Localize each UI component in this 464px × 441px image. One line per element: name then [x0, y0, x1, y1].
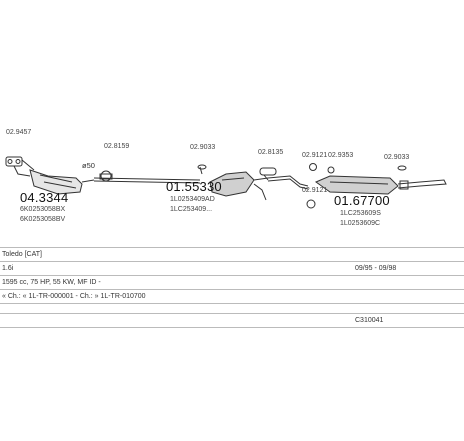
ref-02-9033-b: 02.9033 [384, 154, 410, 161]
front-silencer [209, 171, 269, 201]
catalytic-converter [29, 169, 95, 195]
cat-part-number: 04.3344 [20, 190, 69, 205]
mount-02-9121-b [306, 199, 316, 209]
divider [0, 261, 464, 262]
code-text: C310041 [355, 317, 384, 324]
pipe-intermediate [93, 177, 201, 181]
spec-text: 1595 cc, 75 HP, 55 KW, MF ID - [2, 279, 101, 286]
divider [0, 313, 464, 314]
divider [0, 247, 464, 248]
rear-silencer [314, 175, 447, 195]
chassis-row: « Ch.: « 1L-TR-000001 - Ch.: » 1L-TR-010… [0, 293, 464, 300]
front-part-number: 01.55330 [166, 179, 222, 194]
rear-part-number: 01.67700 [334, 193, 390, 208]
clamp-02-8135 [259, 167, 277, 181]
cat-oem-2: 6K0253058BV [20, 216, 66, 223]
spec-row: 1595 cc, 75 HP, 55 KW, MF ID - [0, 279, 464, 286]
front-oem-2: 1LC253409... [170, 206, 213, 213]
mount-02-9353 [327, 166, 335, 174]
model-row: Toledo [CAT] [0, 251, 464, 258]
cat-oem-1: 6K0253058BX [20, 206, 66, 213]
divider [0, 289, 464, 290]
exhaust-diagram: 02.9457 02.8159 02.9033 02.8135 02.9121 … [5, 129, 447, 227]
chassis-text: « Ch.: « 1L-TR-000001 - Ch.: » 1L-TR-010… [2, 293, 146, 300]
engine-text: 1.6i [2, 265, 14, 272]
ref-02-9353: 02.9353 [328, 152, 354, 159]
mount-02-9121-a [309, 163, 317, 171]
clamp-02-8159 [99, 170, 113, 182]
divider [0, 327, 464, 328]
mount-02-9033-b [397, 165, 407, 171]
mount-02-9033-a [197, 164, 207, 175]
ref-02-9457: 02.9457 [6, 129, 32, 136]
manifold-flange [5, 156, 35, 177]
ref-02-9121-b: 02.9121 [302, 187, 328, 194]
exhaust-drawing [5, 156, 447, 209]
ref-02-9121-a: 02.9121 [302, 152, 328, 159]
ref-02-8159: 02.8159 [104, 143, 130, 150]
divider [0, 275, 464, 276]
engine-row: 1.6i 09/95 - 09/98 [0, 265, 464, 272]
ref-02-9033-a: 02.9033 [190, 144, 216, 151]
rear-oem-1: 1LC253609S [340, 210, 381, 217]
pipe-mid [267, 175, 309, 187]
dates-text: 09/95 - 09/98 [355, 265, 397, 272]
divider [0, 303, 464, 304]
diameter-label: ø50 [82, 161, 95, 170]
model-text: Toledo [CAT] [2, 251, 42, 258]
ref-02-8135: 02.8135 [258, 149, 284, 156]
rear-oem-2: 1L0253609C [340, 220, 381, 227]
front-oem-1: 1L0253409AD [170, 196, 215, 203]
